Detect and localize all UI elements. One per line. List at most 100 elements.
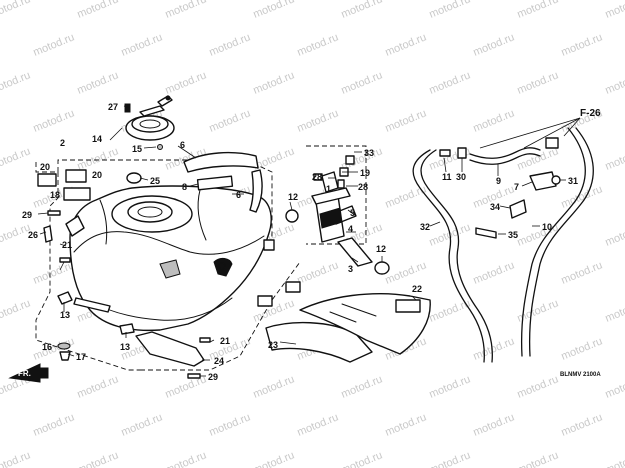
watermark-text: motod.ru — [119, 31, 164, 58]
watermark-text: motod.ru — [75, 373, 120, 400]
breather-hose-32 — [412, 149, 485, 363]
callout-21-right: 21 — [220, 336, 230, 346]
watermark-text: motod.ru — [339, 69, 384, 96]
watermark-text: motod.ru — [603, 221, 625, 248]
watermark-text: motod.ru — [163, 0, 208, 21]
watermark-text: motod.ru — [603, 449, 625, 468]
callout-15: 15 — [132, 144, 142, 154]
pump-group-outline — [306, 145, 367, 245]
watermark-text: motod.ru — [75, 0, 120, 21]
drain-hose-10 — [520, 127, 586, 357]
callout-23: 23 — [268, 340, 278, 350]
watermark-text: motod.ru — [163, 69, 208, 96]
callout-10: 10 — [542, 222, 552, 232]
clip-30 — [457, 147, 467, 159]
watermark-text: motod.ru — [427, 297, 472, 324]
callout-31: 31 — [568, 176, 578, 186]
callout-35: 35 — [508, 230, 518, 240]
watermark-text: motod.ru — [75, 145, 120, 172]
watermark-text: motod.ru — [119, 411, 164, 438]
watermark-text: motod.ru — [31, 259, 76, 286]
watermark-text: motod.ru — [383, 183, 428, 210]
joint-7 — [529, 171, 557, 191]
decal-8 — [196, 175, 234, 191]
watermark-text: motod.ru — [31, 411, 76, 438]
watermark-text: motod.ru — [559, 335, 604, 362]
callout-25: 25 — [150, 176, 160, 186]
callout-12-right: 12 — [376, 244, 386, 254]
callout-17: 17 — [76, 352, 86, 362]
watermark-text: motod.ru — [207, 107, 252, 134]
watermark-text: motod.ru — [603, 145, 625, 172]
clip-17 — [59, 351, 71, 361]
watermark-text: motod.ru — [0, 145, 32, 172]
fuel-cap-assembly — [124, 95, 175, 150]
callout-9: 9 — [496, 176, 501, 186]
watermark-text: motod.ru — [559, 259, 604, 286]
washer-16 — [57, 342, 71, 350]
callout-2: 2 — [60, 138, 65, 148]
watermark-text: motod.ru — [0, 297, 32, 324]
watermark-text: motod.ru — [295, 259, 340, 286]
watermark-text: motod.ru — [383, 259, 428, 286]
bracket-tab — [73, 297, 111, 313]
callout-34: 34 — [490, 202, 500, 212]
bolt-29-left — [47, 210, 61, 216]
callout-27: 27 — [108, 102, 118, 112]
callout-22: 22 — [412, 284, 422, 294]
watermark-text: motod.ru — [471, 31, 516, 58]
watermark-text: motod.ru — [603, 69, 625, 96]
watermark-text: motod.ru — [207, 31, 252, 58]
watermark-text: motod.ru — [31, 107, 76, 134]
watermark-text: motod.ru — [515, 69, 560, 96]
callout-13-left: 13 — [60, 310, 70, 320]
callout-16: 16 — [42, 342, 52, 352]
watermark-text: motod.ru — [339, 373, 384, 400]
fuel-tank — [65, 185, 275, 332]
callout-12-left: 12 — [288, 192, 298, 202]
watermark-text: motod.ru — [559, 411, 604, 438]
screw-21-right — [199, 337, 211, 343]
watermark-text: motod.ru — [515, 449, 560, 468]
rubber-24 — [135, 331, 205, 367]
ref-line-b — [563, 117, 581, 137]
front-arrow-label: FR. — [18, 369, 31, 378]
clip-11 — [439, 149, 451, 157]
callout-33: 33 — [364, 148, 374, 158]
joint-top — [545, 137, 559, 149]
tank-group-outline-left — [35, 172, 140, 371]
watermark-text: motod.ru — [603, 373, 625, 400]
watermark-text: motod.ru — [75, 449, 120, 468]
callout-28-right: 28 — [358, 182, 368, 192]
watermark-text: motod.ru — [471, 259, 516, 286]
watermark-text: motod.ru — [295, 31, 340, 58]
watermark-text: motod.ru — [251, 449, 296, 468]
side-cover-strip — [249, 169, 263, 213]
watermark-text: motod.ru — [163, 449, 208, 468]
callout-29-bottom: 29 — [208, 372, 218, 382]
grommet-25 — [126, 172, 142, 184]
ref-line-c — [523, 117, 581, 149]
watermark-text: motod.ru — [603, 0, 625, 21]
drain-hose-10-outer — [528, 127, 594, 357]
front-arrow: FR. — [8, 363, 49, 383]
callout-13-right: 13 — [120, 342, 130, 352]
diagram-code: BLNMV 2100A — [560, 372, 601, 378]
decal-20-right — [65, 169, 87, 183]
callout-20-left: 20 — [40, 162, 50, 172]
decal-18 — [63, 187, 91, 201]
watermark-text: motod.ru — [31, 335, 76, 362]
watermark-text: motod.ru — [427, 373, 472, 400]
watermark-text: motod.ru — [515, 373, 560, 400]
decal-22 — [395, 299, 421, 313]
watermark-text: motod.ru — [383, 411, 428, 438]
fuel-pump-assembly — [285, 155, 390, 275]
clamp-31 — [551, 175, 561, 185]
watermark-text: motod.ru — [163, 373, 208, 400]
bolt-29-bottom — [187, 373, 201, 379]
watermark-text: motod.ru — [251, 0, 296, 21]
hose-9-outer — [469, 153, 541, 165]
ref-line-a — [479, 117, 581, 149]
callout-11: 11 — [442, 172, 452, 182]
